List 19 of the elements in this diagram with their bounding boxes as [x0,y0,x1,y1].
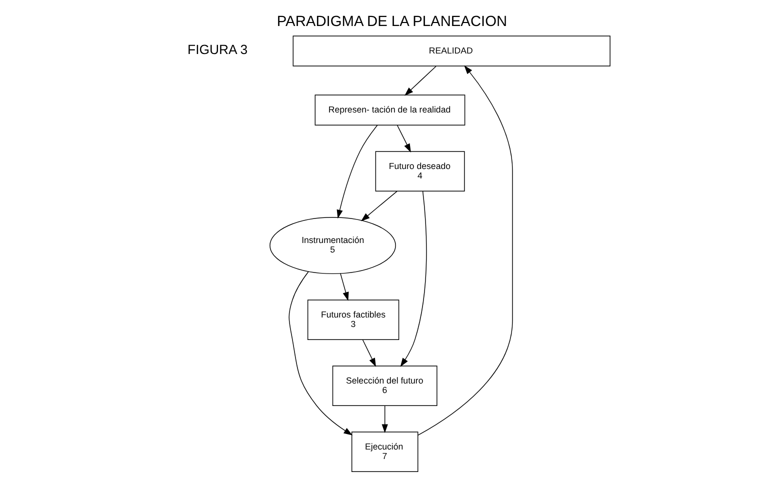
arrow [404,66,436,96]
arrow [418,65,513,436]
node-ellipse: Instrumentación 5 [270,217,396,274]
node-box: Selección del futuro 6 [332,366,438,406]
arrow [400,190,427,367]
arrow [382,406,388,434]
node-box: Represen- tación de la realidad [314,94,466,126]
arrow [288,271,353,436]
node-box: Futuro deseado 4 [375,151,465,192]
node-box: Ejecución 7 [351,432,418,472]
arrow [362,340,376,367]
node-box: Futuros factibles 3 [307,300,400,340]
node-box: REALIDAD [292,36,610,66]
arrow [336,124,378,219]
arrow [396,124,411,152]
diagram-title: PARADIGMA DE LA PLANEACION [276,14,508,30]
arrow [340,273,349,301]
label: FIGURA 3 [188,42,248,58]
arrow [360,190,398,222]
